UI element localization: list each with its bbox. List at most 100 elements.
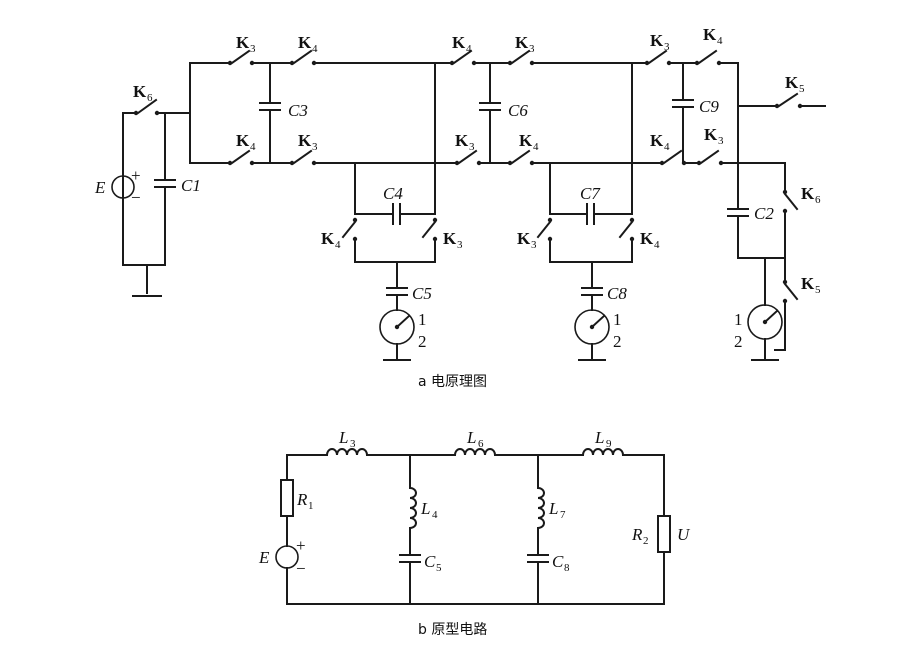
source-e-b-label: E: [258, 548, 270, 567]
switch-k4-label-d: K: [452, 33, 466, 52]
source-minus-label: −: [131, 188, 141, 207]
port-1-label-b: 1: [613, 310, 622, 329]
svg-text:3: 3: [664, 41, 670, 53]
switch-k3-label-f: K: [517, 229, 531, 248]
svg-text:3: 3: [312, 141, 318, 153]
inductor-l6-label: L: [466, 428, 476, 447]
inductor-l7: [536, 486, 545, 530]
switch-k3-label-e: K: [455, 131, 469, 150]
inductor-l4: [408, 486, 417, 530]
inductor-l9: [581, 448, 625, 457]
source-plus-label: +: [131, 166, 141, 185]
svg-text:6: 6: [815, 194, 821, 206]
switch-k4-label-h: K: [650, 131, 664, 150]
inductor-l3: [325, 448, 369, 457]
svg-text:5: 5: [799, 83, 805, 95]
switch-k4-label-e: K: [519, 131, 533, 150]
svg-text:3: 3: [250, 43, 256, 55]
capacitor-c8-b-label: C: [552, 552, 564, 571]
svg-text:6: 6: [478, 438, 484, 450]
switch-k5-label-b: K: [801, 274, 815, 293]
svg-text:4: 4: [533, 141, 539, 153]
capacitor-c6-label: C6: [508, 101, 528, 120]
svg-text:4: 4: [312, 43, 318, 55]
svg-text:6: 6: [147, 92, 153, 104]
inductor-l4-label: L: [420, 499, 430, 518]
switch-k3-label-c: K: [443, 229, 457, 248]
capacitor-c2-label: C2: [754, 204, 774, 223]
resistor-r1: [280, 479, 294, 517]
output-u-label: U: [677, 525, 691, 544]
resistor-r2: [657, 515, 671, 553]
source-b-plus-label: +: [296, 536, 306, 555]
svg-text:9: 9: [606, 438, 612, 450]
svg-text:3: 3: [529, 43, 535, 55]
svg-text:5: 5: [436, 562, 442, 574]
bridge-section-2: [449, 49, 661, 361]
port-2-label: 2: [418, 332, 427, 351]
port-2-label-b: 2: [613, 332, 622, 351]
svg-text:4: 4: [466, 43, 472, 55]
svg-text:7: 7: [560, 509, 566, 521]
voltage-source-e-symbol: [111, 175, 135, 199]
svg-text:4: 4: [717, 35, 723, 47]
svg-text:3: 3: [350, 438, 356, 450]
source-e-label: E: [94, 178, 106, 197]
switch-k3-label-b: K: [298, 131, 312, 150]
svg-text:3: 3: [469, 141, 475, 153]
schematic-a: E + − K6 C1 K3 K4 C3 K4 K3 C4 K4 K3 C5 1…: [94, 25, 826, 390]
switch-k6-label-b: K: [801, 184, 815, 203]
switch-k4-label-c: K: [321, 229, 335, 248]
source-e-b-symbol: [275, 545, 299, 569]
switch-k6-label: K: [133, 82, 147, 101]
inductor-l9-label: L: [594, 428, 604, 447]
svg-text:4: 4: [664, 141, 670, 153]
svg-text:4: 4: [432, 509, 438, 521]
source-branch: [111, 98, 191, 297]
switch-k4-label-b: K: [236, 131, 250, 150]
port-1-label-c: 1: [734, 310, 743, 329]
switch-k3-label-a: K: [236, 33, 250, 52]
switch-k3-label-h: K: [704, 125, 718, 144]
capacitor-c5-b-label: C: [424, 552, 436, 571]
svg-text:3: 3: [457, 239, 463, 251]
switch-k4-label-g: K: [703, 25, 717, 44]
capacitor-c7-label: C7: [580, 184, 601, 203]
switch-k4-label-a: K: [298, 33, 312, 52]
caption-b: b 原型电路: [418, 622, 487, 638]
switch-k4-label-f: K: [640, 229, 654, 248]
inductor-l3-label: L: [338, 428, 348, 447]
port-2-label-c: 2: [734, 332, 743, 351]
svg-text:3: 3: [531, 239, 537, 251]
port-1-label: 1: [418, 310, 427, 329]
svg-text:4: 4: [654, 239, 660, 251]
svg-text:3: 3: [718, 135, 724, 147]
switch-k6-blade: [136, 98, 158, 115]
svg-text:8: 8: [564, 562, 570, 574]
switch-k3-label-g: K: [650, 31, 664, 50]
svg-text:4: 4: [335, 239, 341, 251]
capacitor-c3-label: C3: [288, 101, 308, 120]
svg-text:1: 1: [308, 500, 314, 512]
resistor-r2-label: R: [631, 525, 643, 544]
capacitor-c5-label: C5: [412, 284, 432, 303]
bridge-section-1: [189, 49, 456, 361]
switch-k3-label-d: K: [515, 33, 529, 52]
source-b-minus-label: −: [296, 559, 306, 578]
capacitor-c1-label: C1: [181, 176, 201, 195]
svg-text:4: 4: [250, 141, 256, 153]
caption-a: a 电原理图: [418, 374, 487, 390]
inductor-l6: [453, 448, 497, 457]
svg-text:2: 2: [643, 535, 649, 547]
capacitor-c4-label: C4: [383, 184, 403, 203]
switch-k5-label-a: K: [785, 73, 799, 92]
capacitor-c8-label: C8: [607, 284, 627, 303]
inductor-l7-label: L: [548, 499, 558, 518]
bridge-section-3: [644, 49, 826, 361]
capacitor-c9-label: C9: [699, 97, 719, 116]
svg-text:5: 5: [815, 284, 821, 296]
